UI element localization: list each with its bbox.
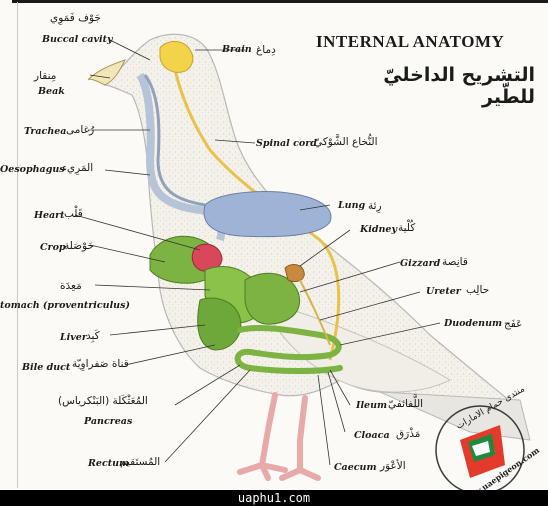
label-kidney-ar: كُلْية (398, 222, 415, 234)
label-rectum-ar: المُستَقيم (120, 456, 160, 468)
label-brain: Brain (222, 44, 252, 55)
label-gizzard: Gizzard (400, 258, 440, 269)
label-liver-ar: كَبِد (86, 330, 100, 342)
label-oesophagus: Oesophagus (0, 164, 65, 175)
leg-left (240, 395, 285, 478)
title-arabic: التشريح الداخليّ للطّير (335, 64, 535, 108)
label-caecum: Caecum (334, 462, 377, 473)
label-oesophagus-ar: المَرِيء (62, 162, 93, 174)
label-brain-ar: دِماغ (256, 44, 276, 56)
label-ileum-ar: اللَّفائفيّ (388, 398, 423, 410)
label-beak: Beak (38, 86, 65, 97)
label-ureter-ar: حالِب (466, 284, 489, 296)
label-stomach-ar: مَعِدَة (60, 280, 82, 292)
label-duodenum: Duodenum (444, 318, 502, 329)
footer-text: uaphu1.com (0, 491, 548, 505)
label-bile-duct-ar: قناة صَفراوِيّة (72, 358, 129, 370)
kidney-shape (285, 265, 304, 282)
label-bile-duct: Bile duct (22, 362, 70, 373)
label-gizzard-ar: قانِصة (442, 256, 468, 268)
label-buccal-cavity-ar: جَوْف فَمَوِي (50, 12, 101, 24)
label-stomach: tomach (proventriculus) (0, 300, 130, 311)
label-lung-ar: رِئة (368, 200, 382, 212)
lung-shape (204, 192, 331, 237)
label-heart: Heart (34, 210, 65, 221)
label-cloaca: Cloaca (354, 430, 390, 441)
label-trachea: Trachea (24, 126, 66, 137)
label-cloaca-ar: مَذْرَق (396, 428, 420, 440)
leg-right (282, 398, 318, 478)
label-spinal-cord: Spinal cord (256, 138, 317, 149)
label-ureter: Ureter (426, 286, 461, 297)
label-duodenum-ar: عَفَج (504, 318, 522, 330)
label-crop-ar: حَوْصَلة (64, 240, 94, 252)
label-liver: Liver (60, 332, 87, 343)
label-pancreas-ar: المُعَثْكَلة (البَنْكرياس) (58, 395, 148, 407)
label-lung: Lung (338, 200, 365, 211)
label-caecum-ar: الأعْوَر (380, 460, 406, 472)
label-kidney: Kidney (360, 224, 397, 235)
label-crop: Crop (40, 242, 66, 253)
label-pancreas: Pancreas (84, 416, 132, 427)
label-trachea-ar: رُغامى (66, 124, 94, 136)
title-english: INTERNAL ANATOMY (316, 32, 504, 52)
label-ileum: Ileum (356, 400, 387, 411)
label-spinal-cord-ar: النُّخاع الشَّوْكيّ (314, 136, 378, 148)
label-heart-ar: قَلْب (64, 208, 83, 220)
label-buccal-cavity: Buccal cavity (42, 34, 113, 45)
label-beak-ar: مِنقار (34, 70, 56, 82)
